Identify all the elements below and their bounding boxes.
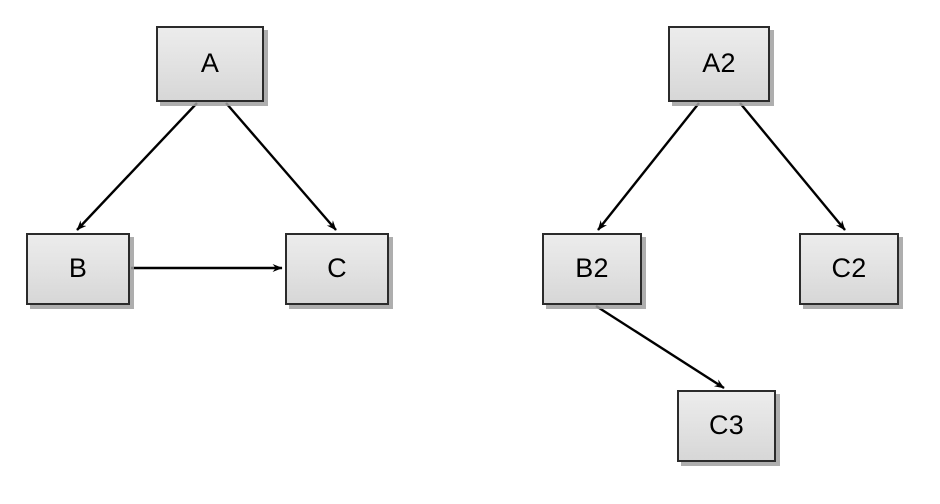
node-label-a2: A2 <box>702 47 736 78</box>
node-a[interactable]: A <box>156 26 264 102</box>
node-b[interactable]: B <box>26 233 130 305</box>
node-label-a: A <box>200 47 220 78</box>
node-b2[interactable]: B2 <box>542 233 642 305</box>
node-label-c2: C2 <box>831 252 867 283</box>
node-a2[interactable]: A2 <box>668 26 770 102</box>
node-label-c3: C3 <box>709 409 744 440</box>
edges-group <box>76 102 846 390</box>
node-label-b: B <box>68 252 88 283</box>
edge-a-to-c <box>225 102 337 231</box>
node-label-c: C <box>327 252 347 283</box>
node-c3[interactable]: C3 <box>677 390 776 462</box>
edge-a2-to-c2 <box>739 102 846 231</box>
node-c2[interactable]: C2 <box>799 233 899 305</box>
edge-b2-to-c3 <box>595 304 725 390</box>
edge-a2-to-b2 <box>597 102 700 231</box>
node-c[interactable]: C <box>285 233 389 305</box>
node-label-b2: B2 <box>575 252 609 283</box>
edge-a-to-b <box>76 102 198 231</box>
